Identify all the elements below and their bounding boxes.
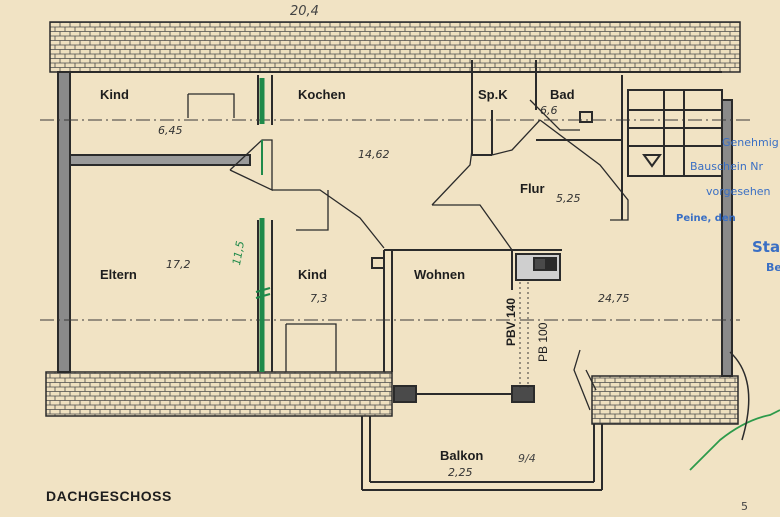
center-lines [40,119,750,321]
stamp-line-2: Bauschein Nr [690,160,764,173]
room-label-kochen: Kochen [298,87,346,102]
signature-stroke [689,409,780,471]
room-area-balkon: 2,25 [448,466,473,479]
stamp-line-1: Genehmig [722,136,779,149]
stamp-line-6: Be [766,261,780,274]
room-label-balkon: Balkon [440,448,484,463]
roof-bottom-left-band [45,371,393,417]
door-swings [187,93,629,411]
plan-title: DACHGESCHOSS [46,488,172,504]
room-area-eltern: 17,2 [166,258,191,271]
room-area-flur: 5,25 [556,192,581,205]
room-label-spk: Sp.K [478,87,508,102]
room-area-wohnen: 24,75 [598,292,630,305]
room-label-bad: Bad [550,87,575,102]
room-area-kochen: 14,62 [358,148,390,161]
roof-top-band [49,21,741,73]
room-label-kind-2: Kind [298,267,327,282]
flue-lines [519,282,529,388]
page-number: 5 [741,500,748,513]
pb-annotation: PB 100 [536,322,550,362]
room-area-kind-2: 7,3 [310,292,328,305]
green-markings [255,78,271,372]
room-label-kind: Kind [100,87,129,102]
top-dimension: 20,4 [290,4,319,19]
pbv-annotation: PBV 140 [504,297,518,346]
stamp-line-3: vorgesehen [706,185,771,198]
stamp-line-5: Sta [752,238,780,256]
stamp-border [729,351,750,441]
room-area-bad: 6,6 [540,104,558,117]
room-label-flur: Flur [520,181,545,196]
room-label-wohnen: Wohnen [414,267,466,282]
roof-bottom-right-band [591,375,739,425]
walls [57,60,733,491]
room-area-kind: 6,45 [158,124,183,137]
balkon-note: 9/4 [518,452,536,465]
room-label-eltern: Eltern [100,267,137,282]
stamp-line-4: Peine, den [676,213,736,224]
